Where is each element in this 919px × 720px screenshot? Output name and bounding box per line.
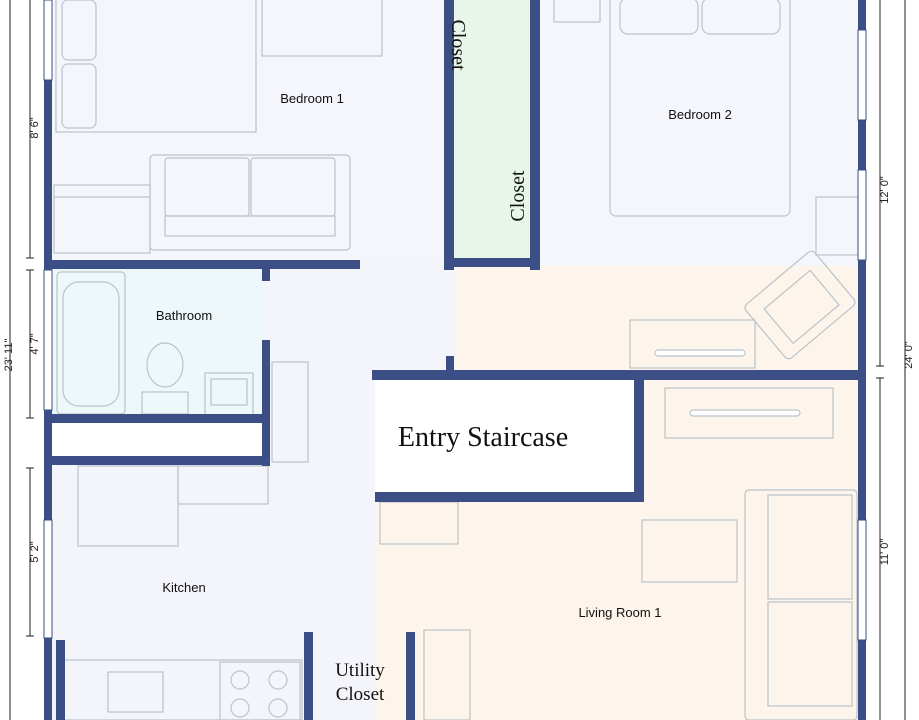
furniture <box>53 0 859 720</box>
windows <box>43 0 867 641</box>
pillow <box>61 0 97 61</box>
dim-12-0: 12' 0" <box>879 176 891 204</box>
toilet-bowl <box>146 342 184 388</box>
floors <box>50 0 862 720</box>
hall-floor <box>265 262 455 372</box>
window <box>857 519 867 641</box>
bath-sink-basin <box>210 378 248 406</box>
window <box>857 29 867 121</box>
pillow <box>619 0 699 35</box>
hall-cabinet <box>271 361 309 463</box>
nightstand <box>553 0 601 23</box>
window <box>43 0 53 81</box>
room-label-bedroom1: Bedroom 1 <box>280 91 344 106</box>
room-label-entry: Entry Staircase <box>398 422 568 453</box>
closet-floor <box>452 0 534 262</box>
bathtub-inner <box>62 281 120 407</box>
dim-5-2: 5' 2" <box>29 541 41 562</box>
room-label-bedroom2: Bedroom 2 <box>668 107 732 122</box>
sofa-living-cushion <box>767 494 853 600</box>
room-label-closet-a: Closet <box>447 19 469 71</box>
tv-console <box>629 319 756 369</box>
sofa-living <box>744 489 858 720</box>
kitchen-cabinet <box>177 465 269 505</box>
room-label-closet-b: Closet <box>507 170 529 222</box>
room-label-bathroom: Bathroom <box>156 308 212 323</box>
armchair <box>744 250 856 360</box>
bed-1 <box>55 0 257 133</box>
room-label-utility-2: Closet <box>336 684 385 705</box>
stove <box>219 661 301 720</box>
room-label-utility-1: Utility <box>335 660 385 681</box>
bathroom-floor <box>50 266 265 416</box>
coffee-table <box>641 519 738 583</box>
bedroom1-floor <box>50 0 446 262</box>
dim-total-right: 24' 0" <box>903 341 915 369</box>
room-label-living: Living Room 1 <box>578 605 661 620</box>
dim-11-0: 11' 0" <box>879 539 891 566</box>
tv-console-living <box>664 387 834 439</box>
kitchen-floor <box>50 462 375 720</box>
pillow <box>701 0 781 35</box>
kitchen-sink <box>107 671 164 713</box>
bedroom2-floor <box>540 0 862 266</box>
window <box>43 519 53 639</box>
dimension-lines <box>9 0 906 720</box>
window <box>43 269 53 411</box>
hall-floor-lower <box>265 372 375 462</box>
tv <box>654 349 746 357</box>
dim-total-left: 23' 11" <box>3 339 15 372</box>
dim-8-6: 8' 6" <box>29 117 41 138</box>
tv-living <box>689 409 801 417</box>
bed-2 <box>609 0 791 217</box>
chair-living <box>423 629 471 720</box>
dim-4-7: 4' 7" <box>29 333 41 354</box>
desk-1 <box>261 0 383 57</box>
window <box>857 169 867 261</box>
sofa-living-cushion <box>767 601 853 707</box>
fridge <box>77 465 179 547</box>
dresser-1 <box>53 184 151 254</box>
room-label-kitchen: Kitchen <box>162 580 205 595</box>
entry-floor <box>375 378 640 498</box>
pillow <box>61 63 97 129</box>
sofa-1-seat <box>164 215 336 237</box>
